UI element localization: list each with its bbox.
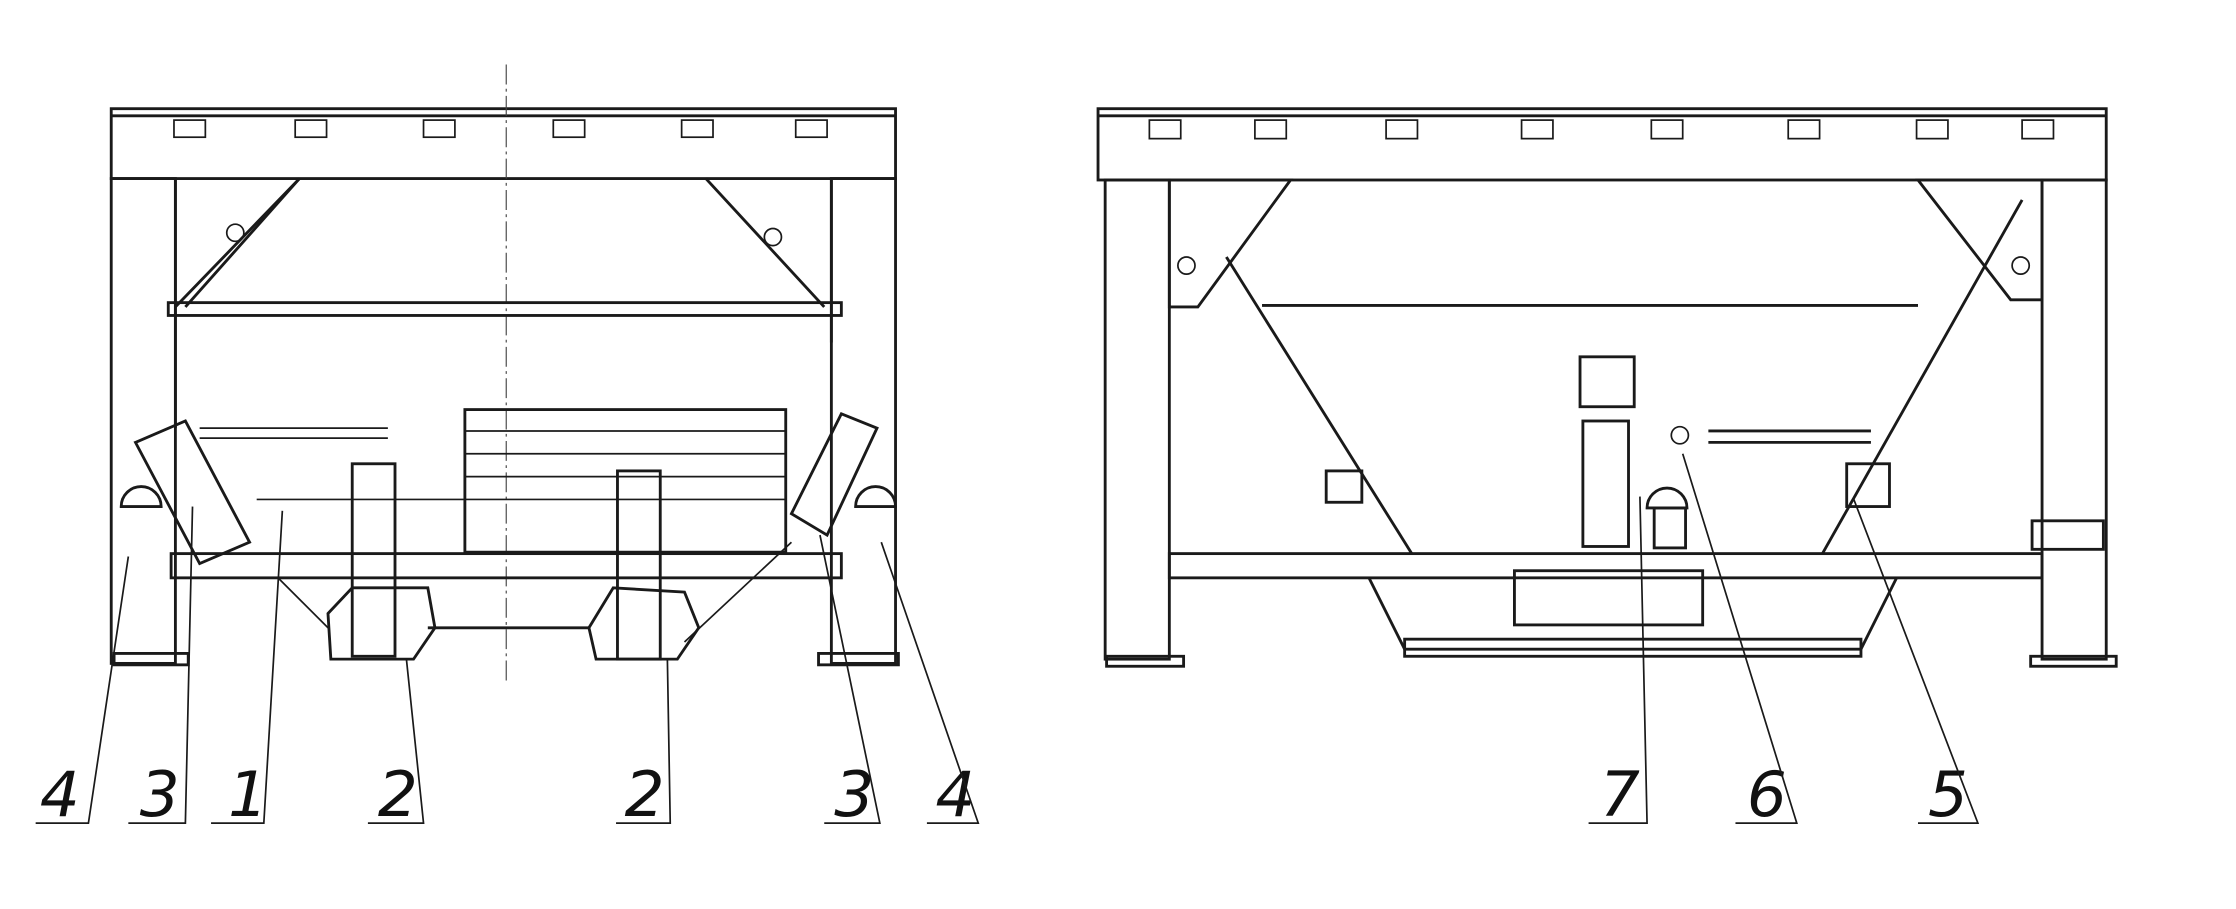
callout-6: 6 — [1681, 453, 1798, 831]
bottom-beam — [169, 552, 843, 580]
cylinders — [119, 412, 897, 566]
callout-1: 1 — [211, 510, 284, 831]
top-beam-right — [1096, 107, 2108, 182]
hopper — [166, 177, 843, 429]
svg-text:1: 1 — [228, 758, 268, 831]
gate-drum — [199, 408, 788, 554]
right-view — [1096, 107, 2118, 668]
bottom-beam-right — [1167, 552, 2044, 580]
legs-right — [1103, 178, 2118, 668]
callout-4-left: 4 — [35, 556, 130, 831]
svg-text:7: 7 — [1600, 758, 1640, 831]
brackets — [277, 462, 793, 661]
svg-text:3: 3 — [834, 758, 874, 831]
hopper-right — [1167, 178, 2044, 555]
left-view — [109, 64, 900, 685]
callout-5: 5 — [1853, 499, 1980, 831]
callouts: 4 3 1 2 2 3 4 7 6 5 — [35, 453, 1980, 831]
callout-4-right: 4 — [880, 541, 980, 831]
callout-3-left: 3 — [128, 506, 194, 831]
valve-assembly — [1324, 355, 2105, 551]
svg-text:2: 2 — [378, 758, 418, 831]
trough — [1367, 569, 1898, 658]
svg-text:2: 2 — [625, 758, 665, 831]
callout-3-right: 3 — [819, 534, 881, 831]
callout-2-left: 2 — [367, 659, 425, 831]
svg-text:3: 3 — [140, 758, 180, 831]
top-beam — [109, 107, 897, 180]
svg-text:4: 4 — [40, 758, 80, 831]
svg-text:5: 5 — [1928, 758, 1968, 831]
callout-2-right: 2 — [616, 659, 672, 831]
callout-7: 7 — [1588, 496, 1648, 831]
svg-text:4: 4 — [935, 758, 975, 831]
